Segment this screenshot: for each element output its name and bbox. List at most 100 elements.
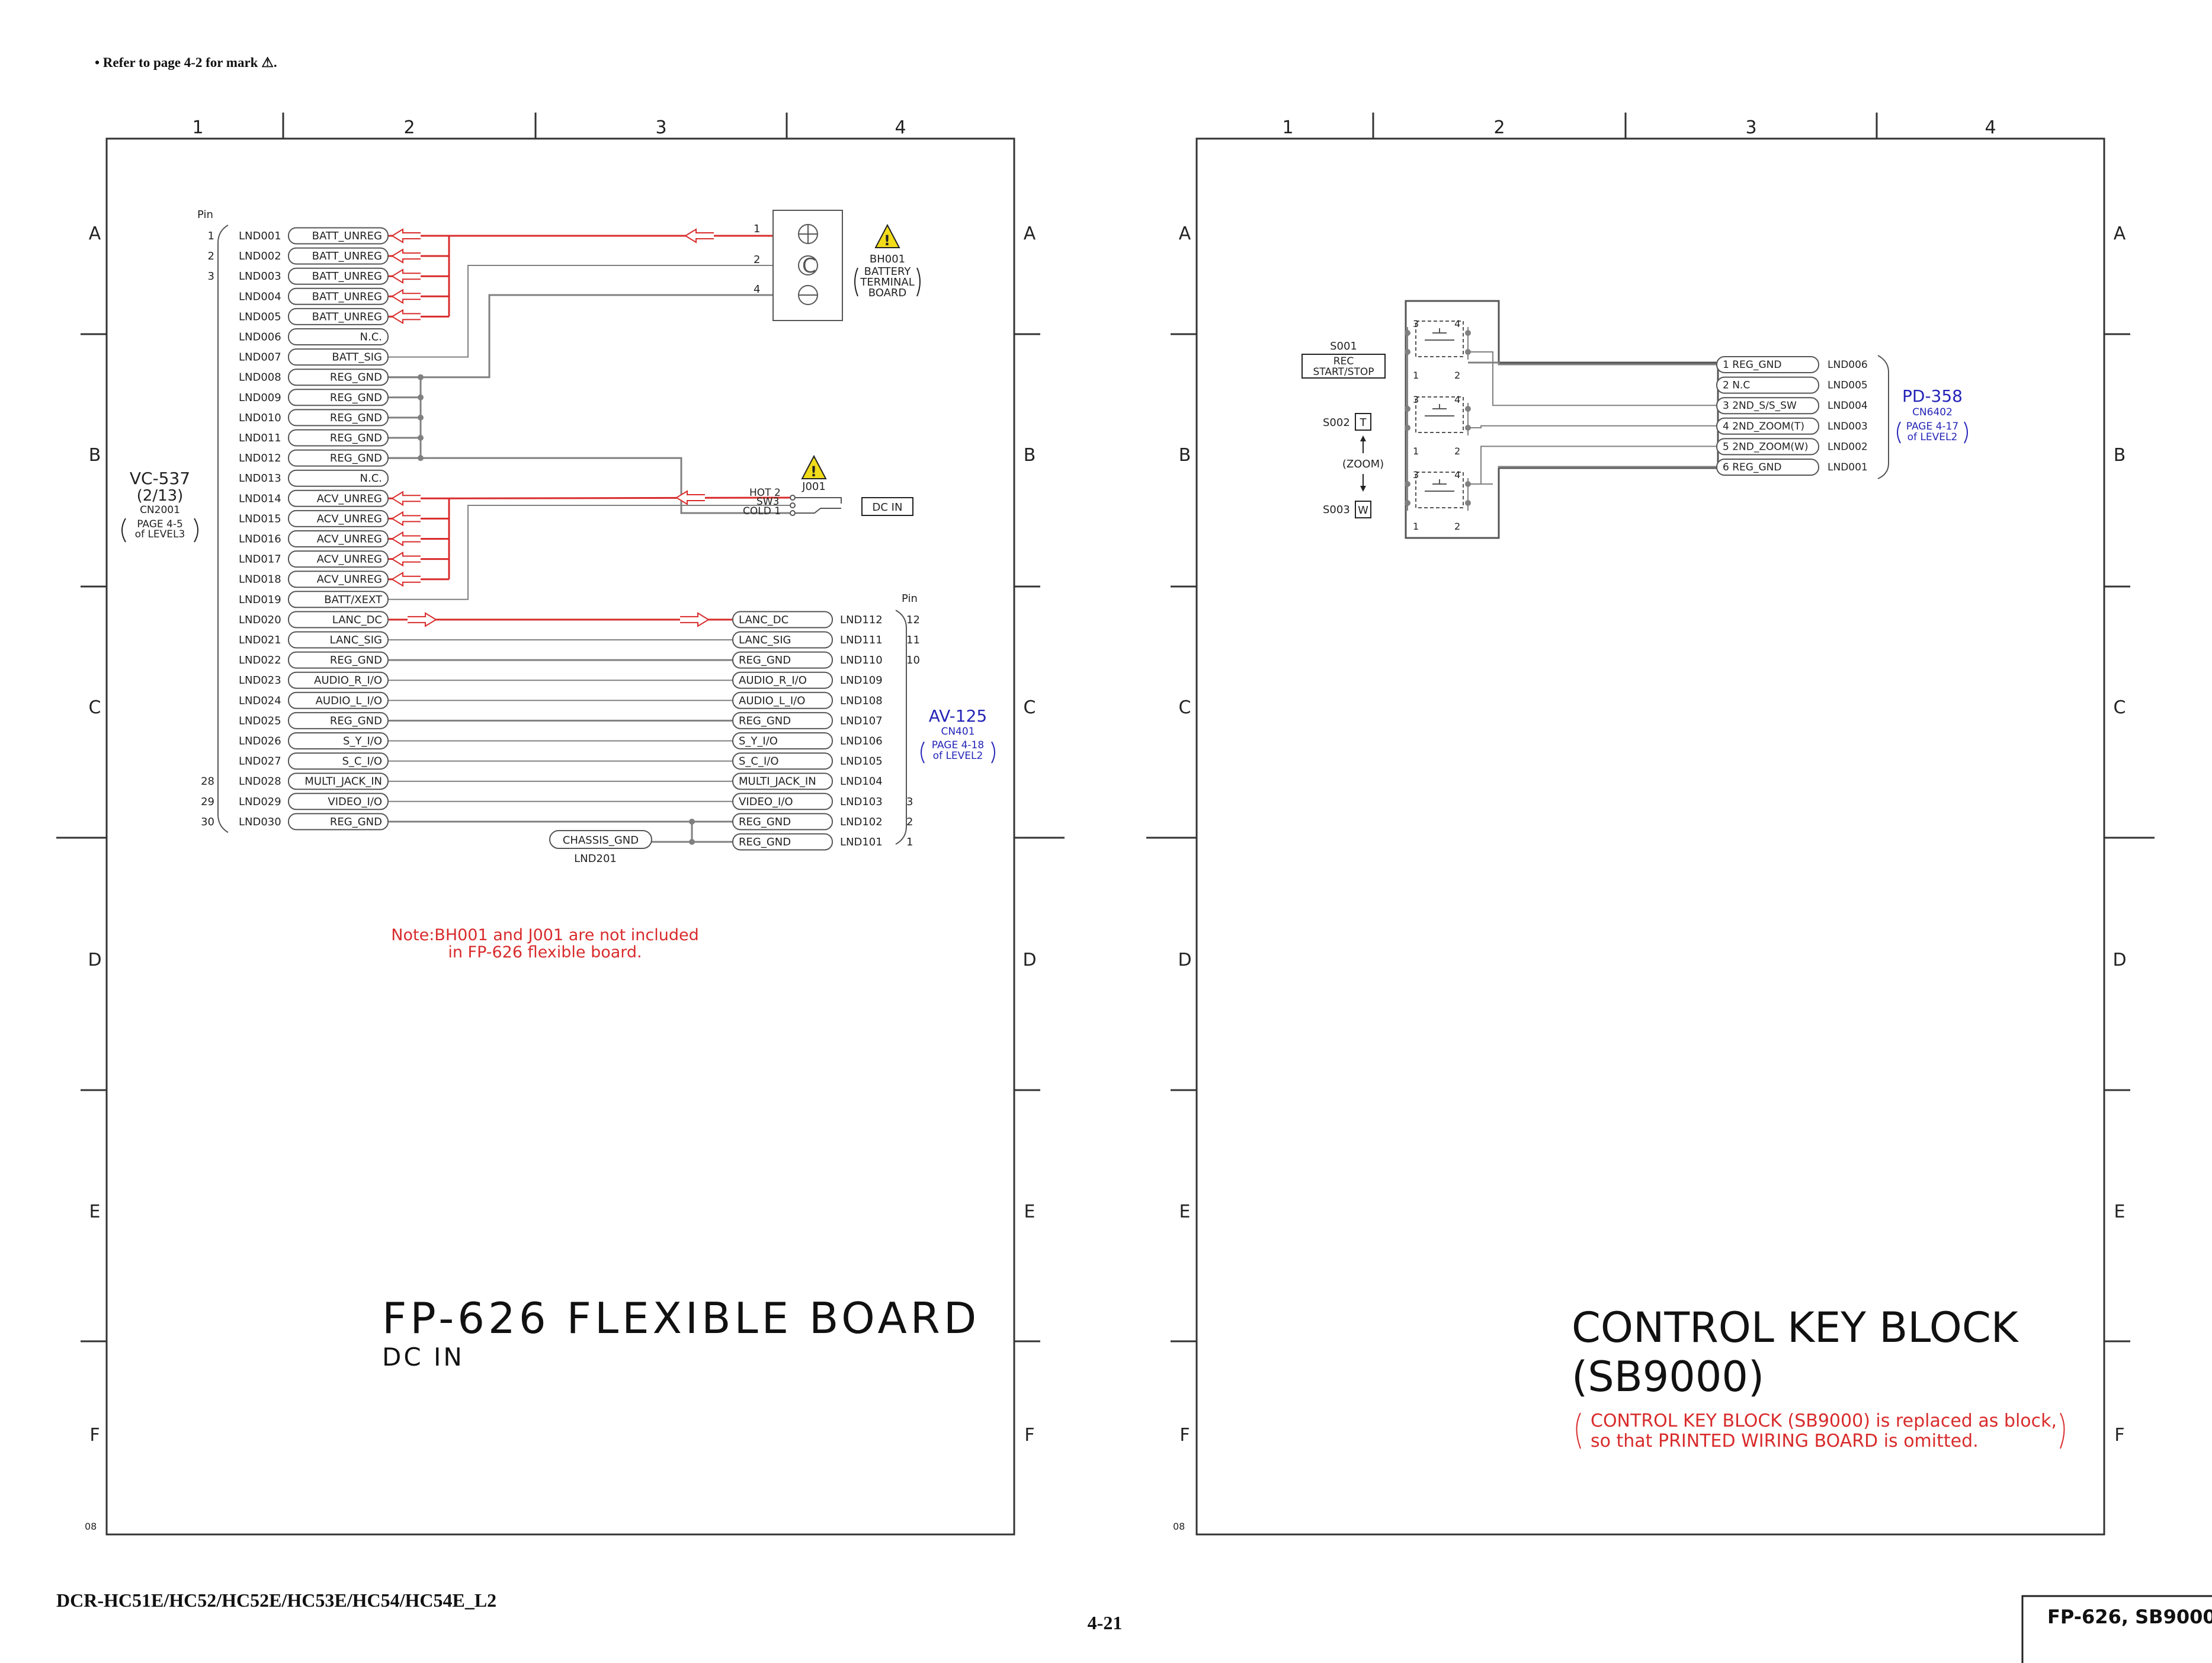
switch-pin: 3 — [1413, 318, 1419, 329]
chassis-gnd: CHASSIS_GND LND201 — [549, 830, 652, 865]
switch-pin: 1 — [1413, 370, 1419, 381]
left-pin-signal: ACV_UNREG — [317, 512, 382, 525]
left-pin-signal: REG_GND — [330, 816, 382, 828]
right-pin-signal: AUDIO_R_I/O — [739, 674, 807, 687]
right-pin-lnd: LND112 — [840, 614, 883, 626]
left-pin-signal: BATT/XEXT — [324, 594, 383, 606]
left-pin-lnd: LND006 — [239, 331, 281, 344]
left-pin-lnd: LND021 — [239, 634, 281, 646]
av125-page1: PAGE 4-18 — [932, 739, 984, 751]
grid-row-label: F — [2114, 1425, 2124, 1446]
j001-ref: J001 — [802, 480, 826, 493]
switch-pin: 1 — [1413, 446, 1419, 457]
right-pin-signal: MULTI_JACK_IN — [739, 776, 816, 788]
left-pin-row: LND020 LANC_DC — [239, 611, 389, 629]
grid-row-label: B — [1024, 445, 1036, 466]
left-pin-lnd: LND029 — [239, 796, 281, 808]
switch-pin: 2 — [1454, 370, 1460, 381]
right-pin-lnd: LND110 — [840, 654, 883, 667]
grid-col-label: 1 — [192, 117, 203, 138]
left-pin-lnd: LND003 — [239, 270, 281, 283]
left-pin-signal: AUDIO_L_I/O — [316, 694, 382, 707]
left-pin-signal: N.C. — [360, 472, 382, 485]
pd358-pin-lnd: LND001 — [1828, 462, 1868, 473]
grid-row-label: A — [2114, 223, 2126, 244]
right-pin-signal: AUDIO_L_I/O — [739, 694, 805, 707]
right-pin-lnd: LND111 — [840, 634, 883, 646]
right-pin-lnd: LND108 — [840, 694, 883, 707]
pd358-pin-lnd: LND002 — [1828, 441, 1868, 453]
dc-in-label: DC IN — [873, 501, 903, 514]
svg-text:C: C — [802, 254, 816, 278]
right-pin-signal: S_Y_I/O — [739, 735, 778, 748]
s003-ref: S003 — [1323, 504, 1350, 516]
right-pin-lnd: LND104 — [840, 776, 883, 788]
fp626-wires — [388, 228, 791, 845]
left-pin-lnd: LND023 — [239, 674, 281, 687]
left-pin-signal: BATT_UNREG — [312, 310, 382, 323]
pd358-page1: PAGE 4-17 — [1906, 421, 1958, 432]
grid-row-label: F — [1179, 1425, 1190, 1446]
left-pin-signal: BATT_UNREG — [312, 270, 382, 283]
left-pin-number: 2 — [208, 250, 214, 262]
left-pin-lnd: LND020 — [239, 614, 281, 626]
page-number: 4-21 — [1088, 1612, 1123, 1633]
s002-key: T — [1360, 416, 1367, 429]
boards-box-label: FP-626, SB9000 — [2047, 1606, 2212, 1628]
grid-col-label: 4 — [895, 117, 906, 138]
left-pin-lnd: LND015 — [239, 512, 281, 525]
grid-row-label: B — [2114, 445, 2126, 466]
fp626-title: FP-626 FLEXIBLE BOARD — [382, 1293, 980, 1343]
sb9000-title-line1: CONTROL KEY BLOCK — [1572, 1303, 2019, 1352]
left-pin-lnd: LND007 — [239, 351, 281, 364]
svg-text:!: ! — [884, 232, 890, 249]
left-pin-signal: MULTI_JACK_IN — [304, 776, 382, 788]
right-pin-lnd: LND103 — [840, 796, 883, 808]
pd358-pin-row: 4 2ND_ZOOM(T)LND003 — [1716, 417, 1868, 435]
left-pin-signal: BATT_UNREG — [312, 230, 382, 242]
pd358-connector: PD-358 CN6402 PAGE 4-17 of LEVEL2 — [1877, 355, 1968, 479]
pd358-cn: CN6402 — [1912, 406, 1953, 418]
grid-col-label: 2 — [403, 117, 415, 138]
bh001-l3: BOARD — [868, 287, 907, 299]
right-pin-number: 11 — [906, 634, 920, 646]
grid-row-label: B — [89, 445, 101, 466]
left-pin-signal: LANC_DC — [332, 614, 382, 626]
left-pin-signal: AUDIO_R_I/O — [314, 674, 382, 687]
bh001-l2: TERMINAL — [860, 276, 915, 289]
pd358-pin-row: 6 REG_GND LND001 — [1716, 459, 1868, 476]
pd358-pin-signal: 6 REG_GND — [1723, 462, 1781, 473]
left-pin-row: LND023 AUDIO_R_I/O — [239, 671, 389, 689]
grid-ticks — [56, 113, 2155, 1342]
left-pin-lnd: LND011 — [239, 432, 281, 444]
pd358-pin-signal: 4 2ND_ZOOM(T) — [1723, 421, 1804, 432]
left-pin-lnd: LND009 — [239, 392, 281, 404]
svg-text:!: ! — [810, 463, 817, 480]
left-pin-signal: BATT_UNREG — [312, 250, 382, 262]
left-pin-lnd: LND010 — [239, 412, 281, 424]
grid-row-label: C — [1179, 697, 1191, 718]
bh001-pin-2: 2 — [754, 254, 760, 266]
right-pin-signal: REG_GND — [739, 836, 791, 848]
model-number: DCR-HC51E/HC52/HC52E/HC53E/HC54/HC54E_L2 — [56, 1590, 496, 1611]
grid-row-label: C — [89, 697, 101, 718]
left-pin-signal: S_Y_I/O — [343, 735, 382, 748]
